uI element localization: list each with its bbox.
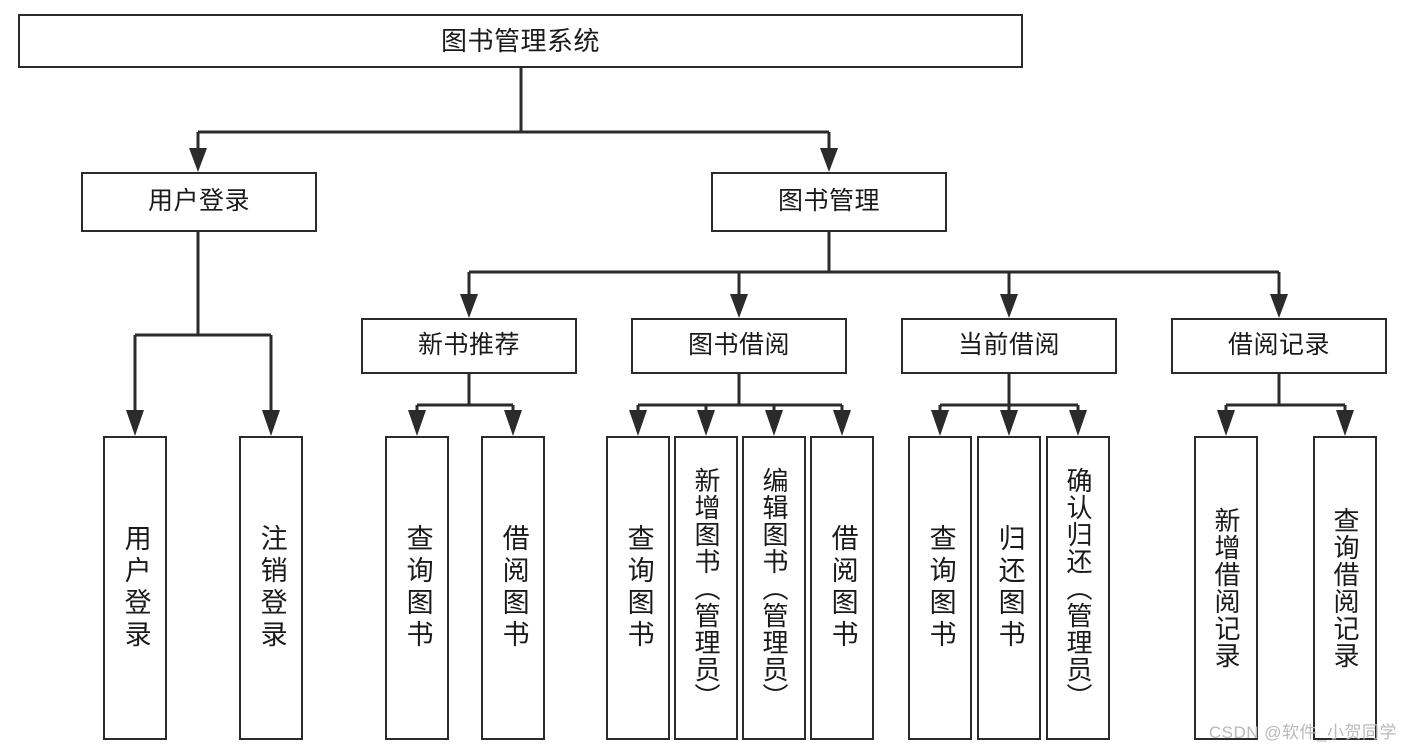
node-book-management[interactable]: 图书管理 (711, 172, 947, 232)
node-label: 借阅图书 (827, 524, 858, 652)
leaf-current-borrow-query-book[interactable]: 查询图书 (908, 436, 972, 740)
node-book-borrow[interactable]: 图书借阅 (631, 318, 847, 374)
node-label: 用户登录 (120, 524, 151, 652)
node-label: 借阅记录 (1227, 331, 1330, 360)
node-label: 图书管理系统 (440, 25, 600, 56)
leaf-book-borrow-query-book[interactable]: 查询图书 (606, 436, 670, 740)
node-root-book-management-system[interactable]: 图书管理系统 (18, 14, 1023, 68)
node-label: 查询图书 (925, 524, 956, 652)
watermark-text: CSDN @软件_小贺同学 (1208, 723, 1397, 742)
node-label: 图书借阅 (687, 331, 790, 360)
leaf-user-login-login[interactable]: 用户登录 (103, 436, 167, 740)
node-label: 新增借阅记录 (1211, 507, 1242, 669)
node-label: 查询借阅记录 (1330, 507, 1361, 669)
node-user-login[interactable]: 用户登录 (81, 172, 317, 232)
node-label: 编辑图书（管理员） (759, 466, 790, 710)
leaf-user-login-logout[interactable]: 注销登录 (239, 436, 303, 740)
leaf-book-borrow-add-book-admin[interactable]: 新增图书（管理员） (674, 436, 738, 740)
node-label: 新书推荐 (417, 331, 520, 360)
node-borrow-record[interactable]: 借阅记录 (1171, 318, 1387, 374)
node-label: 图书管理 (777, 187, 880, 216)
node-label: 当前借阅 (957, 331, 1060, 360)
node-label: 借阅图书 (498, 524, 529, 652)
node-label: 新增图书（管理员） (691, 466, 722, 710)
leaf-borrow-record-query-record[interactable]: 查询借阅记录 (1313, 436, 1377, 740)
node-label: 归还图书 (994, 524, 1025, 652)
leaf-new-book-query-book[interactable]: 查询图书 (385, 436, 449, 740)
node-current-borrow[interactable]: 当前借阅 (901, 318, 1117, 374)
node-label: 查询图书 (623, 524, 654, 652)
node-label: 确认归还（管理员） (1063, 466, 1094, 710)
leaf-book-borrow-edit-book-admin[interactable]: 编辑图书（管理员） (742, 436, 806, 740)
node-new-book-recommend[interactable]: 新书推荐 (361, 318, 577, 374)
node-label: 用户登录 (147, 187, 250, 216)
leaf-current-borrow-confirm-return-admin[interactable]: 确认归还（管理员） (1046, 436, 1110, 740)
leaf-book-borrow-borrow-book[interactable]: 借阅图书 (810, 436, 874, 740)
leaf-new-book-borrow-book[interactable]: 借阅图书 (481, 436, 545, 740)
node-label: 查询图书 (402, 524, 433, 652)
leaf-current-borrow-return-book[interactable]: 归还图书 (977, 436, 1041, 740)
node-label: 注销登录 (256, 524, 287, 652)
leaf-borrow-record-add-record[interactable]: 新增借阅记录 (1194, 436, 1258, 740)
